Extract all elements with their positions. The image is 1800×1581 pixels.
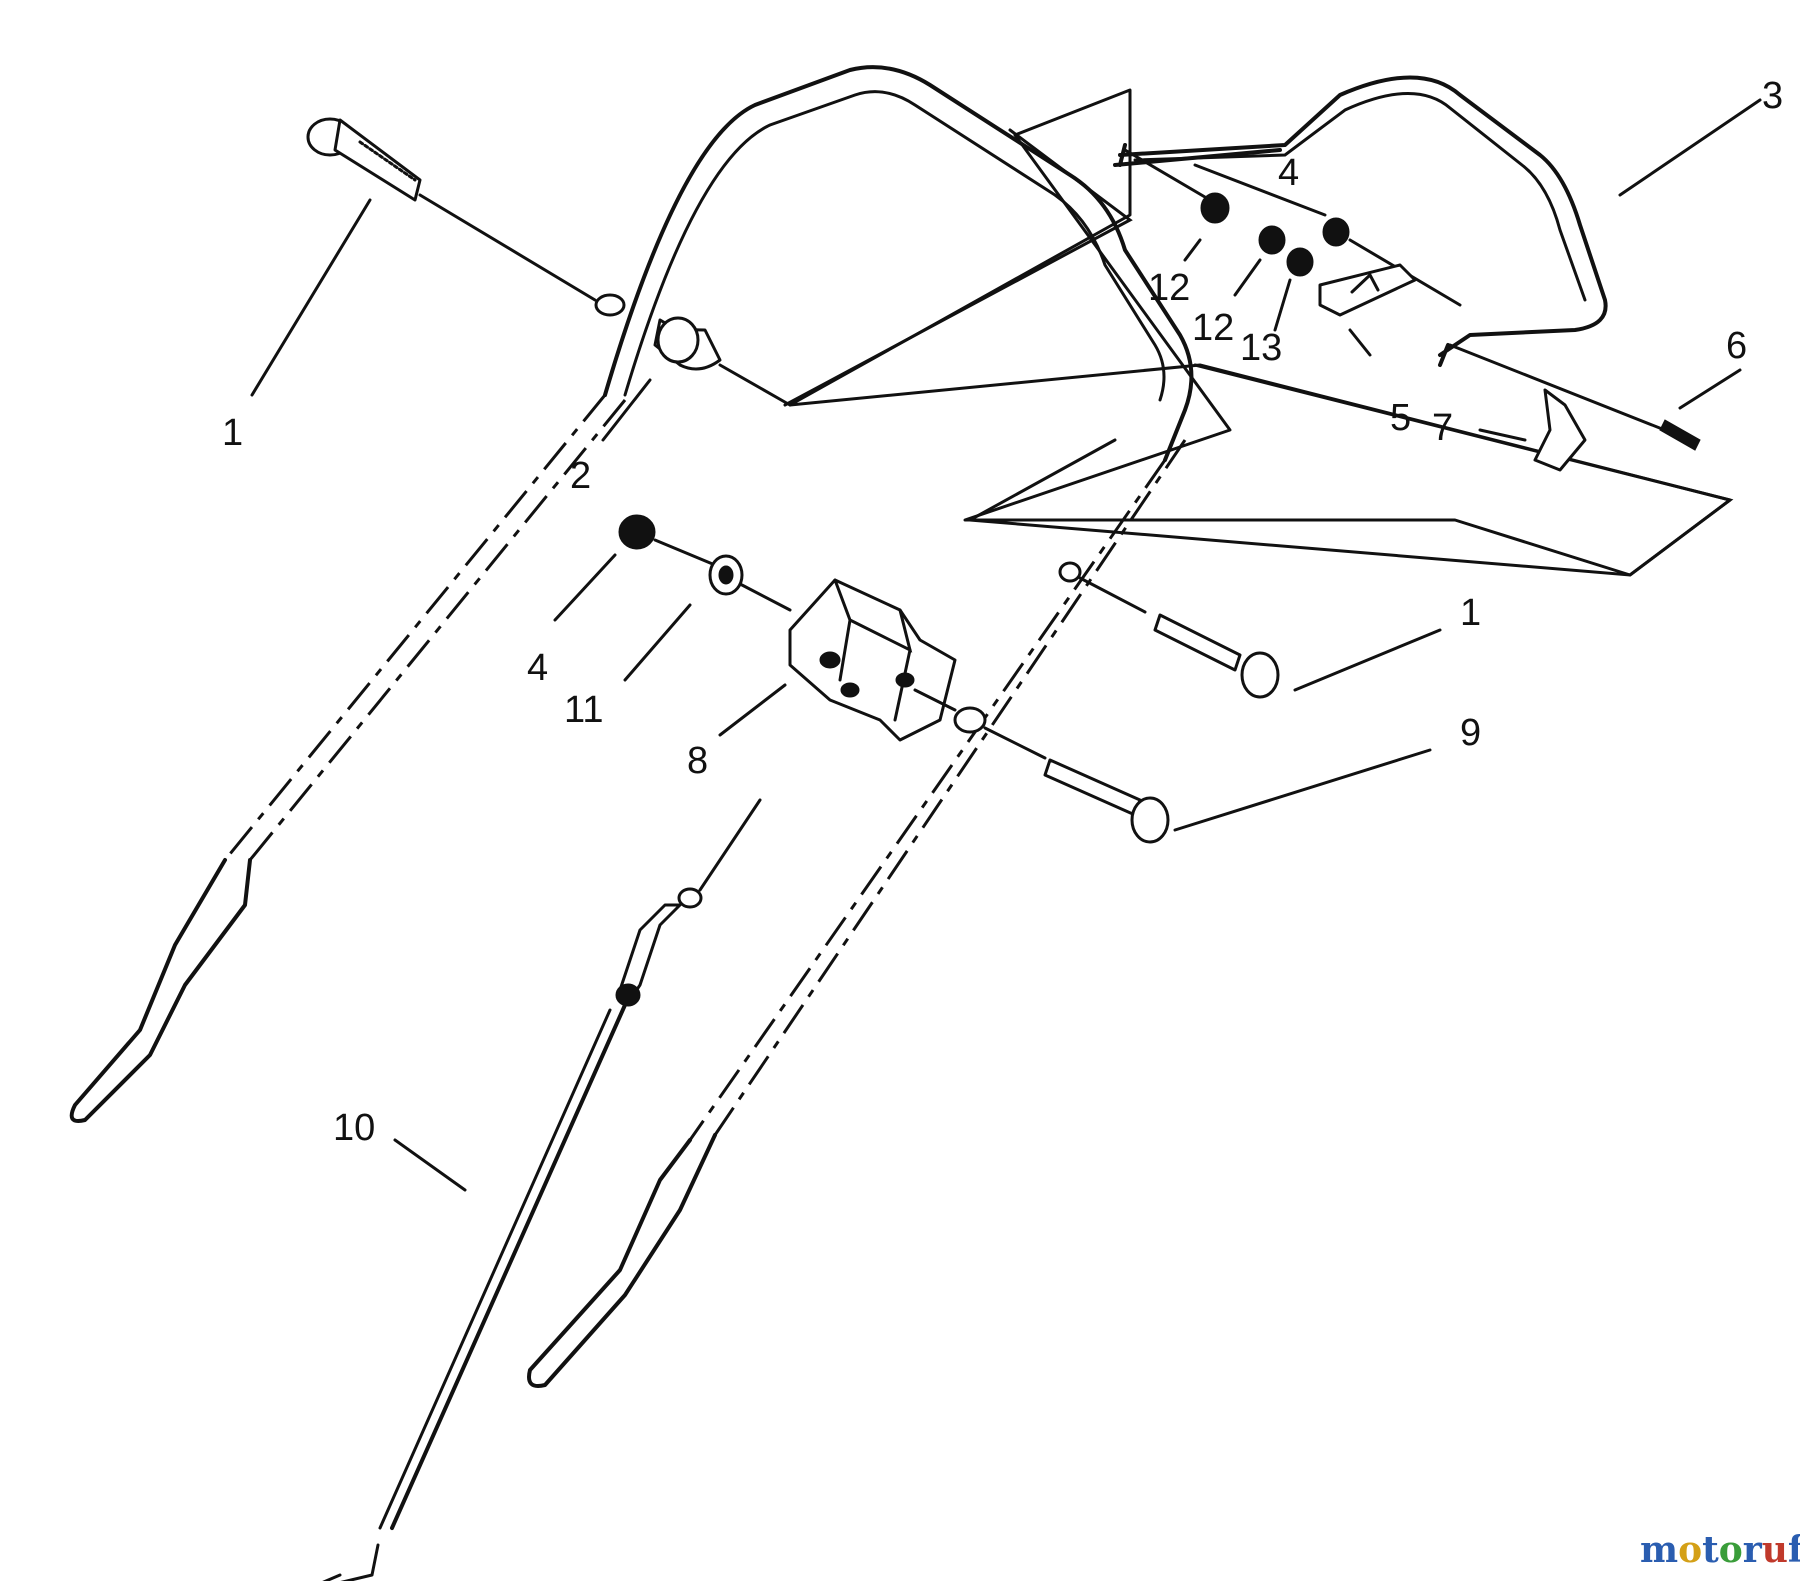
right-lower-tube [527,1133,717,1388]
callout-7: 7 [1432,407,1453,449]
left-leg-centerline-1 [223,394,607,861]
watermark-letter: f [1788,1529,1800,1571]
carriage-bolt-right [1058,561,1280,699]
washer [708,554,792,612]
callout-11: 11 [564,689,603,731]
main-handle-frame-inner [623,90,1166,402]
watermark-letter: t [1702,1529,1719,1571]
callout-10: 10 [333,1107,375,1149]
watermark-logo: motoruf.de [1640,1529,1800,1571]
callout-13: 13 [1240,327,1282,369]
callout-1-left: 1 [222,412,243,454]
watermark-letter: o [1678,1529,1702,1571]
watermark-letter: o [1719,1529,1743,1571]
right-leg-centerline-1 [688,459,1167,1141]
nut-lower [618,514,717,567]
carriage-bolt-lower [953,706,1170,844]
control-bail-inner [1133,92,1587,302]
callout-8: 8 [687,740,708,782]
upper-hardware [1123,148,1701,472]
callout-4-upper: 4 [1278,152,1299,194]
cable-bracket-block [788,578,957,742]
callout-3: 3 [1762,75,1783,117]
callout-4-lower: 4 [527,647,548,689]
callout-6: 6 [1726,325,1747,367]
left-leg-centerline-2 [248,399,627,861]
watermark-letter: u [1762,1529,1788,1571]
watermark-letter: r [1743,1529,1763,1571]
callout-5: 5 [1390,397,1411,439]
leader-lines [250,98,1762,1192]
svg-text:motoruf.de: motoruf.de [1640,1529,1800,1571]
callout-2: 2 [570,455,591,497]
callout-labels: 1 1 2 3 4 4 5 6 7 8 9 10 11 12 12 13 [222,75,1783,1149]
plane-edge [783,128,1133,407]
carriage-bolt-upper [306,117,597,302]
callout-12-right: 12 [1192,307,1234,349]
spacer [594,293,792,407]
watermark-letter: m [1640,1529,1678,1571]
callout-9: 9 [1460,712,1481,754]
left-lower-tube [69,858,252,1123]
right-leg-centerline-2 [713,439,1187,1136]
main-handle-frame [603,65,1194,462]
control-bail [1113,75,1608,367]
callout-12-left: 12 [1148,267,1190,309]
control-cable [322,798,762,1581]
callout-1-right: 1 [1460,592,1481,634]
plane-edge-lower [964,363,1734,577]
